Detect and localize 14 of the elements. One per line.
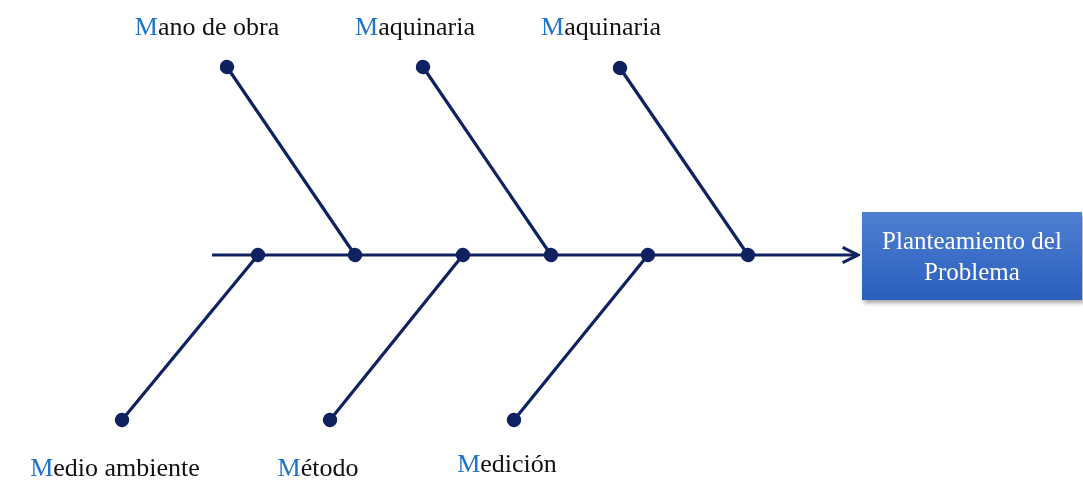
cause-label: Método xyxy=(277,455,359,481)
cause-bone xyxy=(415,59,559,263)
problem-box: Planteamiento del Problema xyxy=(862,212,1082,300)
cause-label: Medio ambiente xyxy=(30,455,200,481)
cause-label: Maquinaria xyxy=(355,14,475,40)
cause-bone xyxy=(506,247,656,428)
spine-arrow xyxy=(212,245,860,265)
cause-bone xyxy=(322,247,471,428)
cause-label: Medición xyxy=(457,451,557,477)
cause-label: Mano de obra xyxy=(134,14,280,40)
cause-bone xyxy=(219,59,363,263)
cause-bone xyxy=(612,60,756,263)
cause-bone xyxy=(114,247,266,428)
cause-label: Maquinaria xyxy=(541,14,661,40)
